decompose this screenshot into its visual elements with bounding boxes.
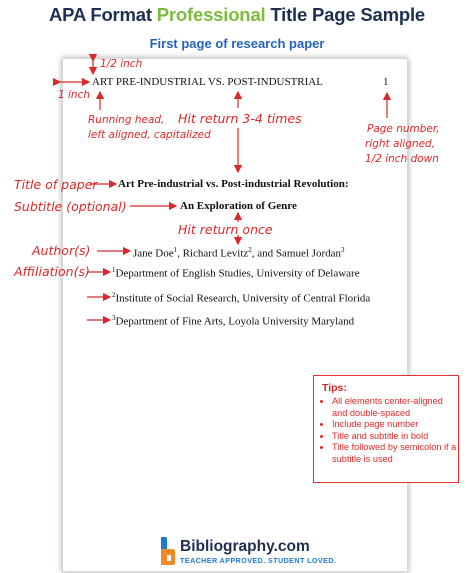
running-head: ART PRE-INDUSTRIAL VS. POST-INDUSTRIAL <box>92 76 323 88</box>
paper-title: Art Pre-industrial vs. Post-industrial R… <box>118 178 349 190</box>
author-3: , and Samuel Jordan <box>251 247 341 260</box>
page-number: 1 <box>383 76 389 88</box>
tip-item: Title and subtitle in bold <box>332 431 458 443</box>
paper-subtitle: An Exploration of Genre <box>180 200 297 212</box>
annotation-subtitle-optional: Subtitle (optional) <box>14 199 127 214</box>
tips-list: All elements center-aligned and double-s… <box>320 396 458 465</box>
annotation-running-head-1: Running head, <box>88 114 165 126</box>
brand-tagline: TEACHER APPROVED. STUDENT LOVED. <box>180 556 337 565</box>
annotation-one-inch: 1 inch <box>58 89 91 101</box>
annotation-page-number-2: right aligned, <box>365 138 436 150</box>
affiliation-3-text: Department of Fine Arts, Loyola Universi… <box>115 315 355 328</box>
author-2-sup: 2 <box>248 246 252 254</box>
page-title: APA Format Professional Title Page Sampl… <box>0 4 474 26</box>
annotation-half-inch: 1/2 inch <box>100 58 143 70</box>
annotation-running-head-2: left aligned, capitalized <box>88 129 211 141</box>
tips-title: Tips: <box>322 382 347 394</box>
annotation-hit-return-3-4: Hit return 3-4 times <box>178 111 302 126</box>
authors-line: Jane Doe1, Richard Levitz2, and Samuel J… <box>133 246 345 260</box>
author-1-sup: 1 <box>173 246 178 254</box>
annotation-page-number-1: Page number, <box>367 123 440 135</box>
annotation-hit-return-once: Hit return once <box>178 222 273 237</box>
title-part-1: APA Format <box>49 4 157 25</box>
page-subtitle: First page of research paper <box>149 36 325 51</box>
annotation-authors: Author(s) <box>32 243 91 258</box>
affiliation-1-text: Department of English Studies, Universit… <box>115 267 360 280</box>
brand-name[interactable]: Bibliography.com <box>180 538 310 555</box>
author-2: , Richard Levitz <box>177 247 249 260</box>
title-part-2: Title Page Sample <box>265 4 425 25</box>
annotation-title-of-paper: Title of paper <box>14 177 98 192</box>
paper-sheet <box>62 58 408 572</box>
affiliation-2: 2Institute of Social Research, Universit… <box>112 291 370 305</box>
affiliation-2-sup: 2 <box>112 291 116 299</box>
tips-box: Tips: All elements center-aligned and do… <box>313 375 459 483</box>
affiliation-3-sup: 3 <box>112 314 116 322</box>
author-1: Jane Doe <box>133 247 174 260</box>
author-3-sup: 3 <box>341 246 345 254</box>
tip-item: All elements center-aligned and double-s… <box>332 396 458 419</box>
annotation-affiliations: Affiliation(s) <box>14 264 90 279</box>
affiliation-2-text: Institute of Social Research, University… <box>115 292 371 305</box>
affiliation-1-sup: 1 <box>112 266 116 274</box>
title-accent: Professional <box>156 4 266 25</box>
tip-item: Title followed by semicolon if a subtitl… <box>332 442 458 465</box>
bibliography-logo-icon <box>161 537 175 565</box>
affiliation-1: 1Department of English Studies, Universi… <box>112 266 360 280</box>
affiliation-3: 3Department of Fine Arts, Loyola Univers… <box>112 314 354 328</box>
annotation-page-number-3: 1/2 inch down <box>365 153 439 165</box>
tip-item: Include page number <box>332 419 458 431</box>
